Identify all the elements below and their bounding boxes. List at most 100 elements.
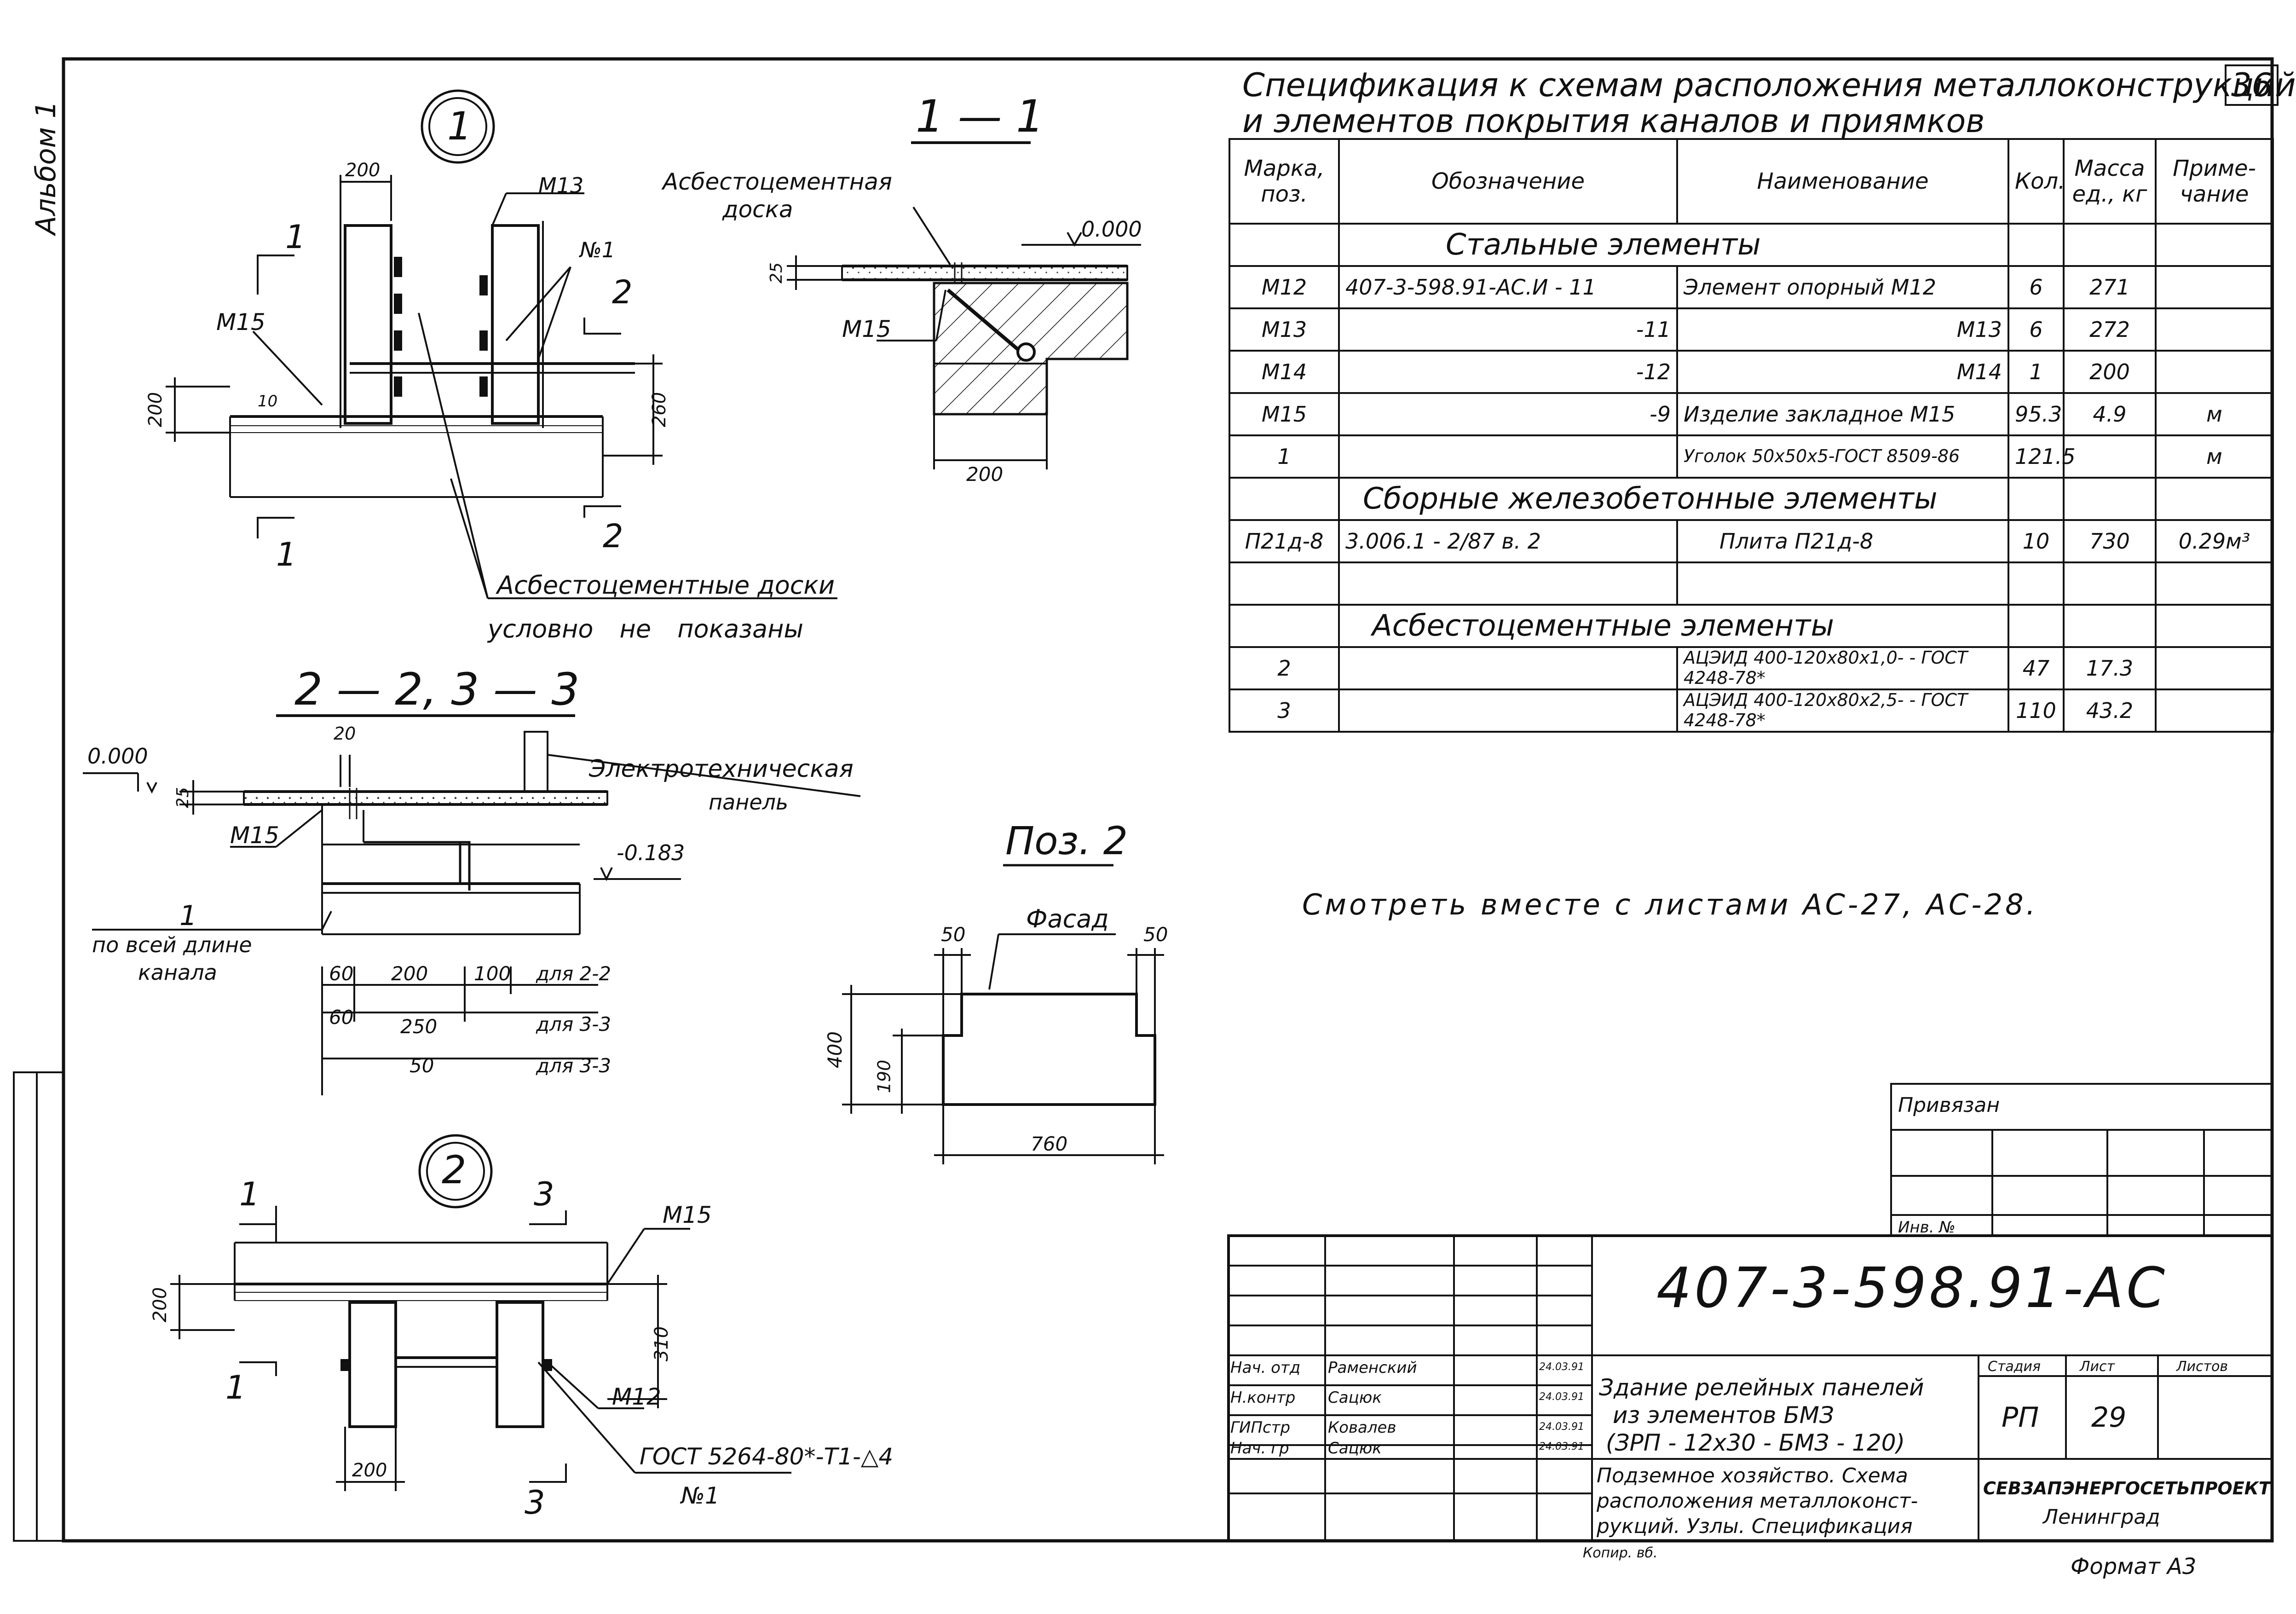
- section-2-2-angle1: по всей длине: [92, 932, 252, 957]
- section-2-2-angle-pos: 1: [179, 900, 197, 932]
- stamp-person-role: Нач. отд: [1230, 1359, 1301, 1377]
- section-title: Сборные железобетонные элементы: [1338, 477, 2009, 521]
- stamp-person-date: 24.03.91: [1539, 1391, 1584, 1403]
- spec-title-2: и элементов покрытия каналов и приямков: [1242, 102, 1985, 140]
- dim-for-2-2: для 2-2: [536, 962, 611, 985]
- section-2-2-dim20: 20: [334, 723, 356, 744]
- dim-50: 50: [410, 1054, 434, 1077]
- album-label: Альбом 1: [30, 101, 62, 235]
- section-1-1-dim25: 25: [767, 262, 786, 283]
- stamp-stage: РП: [2002, 1401, 2039, 1434]
- section-2-2-level: 0.000: [87, 744, 148, 769]
- col-designation: Обозначение: [1338, 138, 1678, 225]
- col-qty: Кол.: [2008, 138, 2065, 225]
- pos2-dim-50-right: 50: [1143, 923, 1168, 946]
- stamp-project-3: (ЗРП - 12х30 - БМЗ - 120): [1606, 1429, 1905, 1456]
- stamp-sheet-label: Лист: [2080, 1359, 2115, 1375]
- stamp-person-name: Ковалев: [1328, 1418, 1396, 1437]
- node2-cut3-top: 3: [534, 1175, 554, 1213]
- node2-plan: [170, 1134, 791, 1491]
- node1-dim-right: 260: [649, 392, 670, 428]
- stamp-person-role: Нач. гр: [1230, 1439, 1289, 1458]
- node2-dim-bottom: 200: [352, 1460, 387, 1481]
- section-1-1-m15: М15: [842, 316, 891, 342]
- sheet-frame: [62, 57, 2274, 1543]
- section-title: Стальные элементы: [1338, 223, 2009, 267]
- spec-table: Марка, поз. Обозначение Наименование Кол…: [1229, 138, 2274, 733]
- stamp-person-date: 24.03.91: [1539, 1421, 1584, 1433]
- node1-plan: [166, 89, 837, 599]
- node1-dim-left: 200: [145, 392, 167, 428]
- stamp-sheet: 29: [2091, 1401, 2127, 1434]
- section-2-2-title: 2 — 2, 3 — 3: [294, 664, 580, 715]
- stamp-person-date: 24.03.91: [1539, 1441, 1584, 1452]
- stamp-sheets-label: Листов: [2176, 1359, 2228, 1375]
- section-1-1-board2: доска: [722, 196, 793, 223]
- stamp-inv: Инв. №: [1898, 1218, 1956, 1237]
- pos2-detail: [842, 864, 1164, 1164]
- stamp-person-name: Раменский: [1328, 1359, 1417, 1377]
- section-2-2-angle2: канала: [138, 960, 217, 985]
- node2-cut1-top: 1: [239, 1175, 260, 1213]
- col-note: Приме- чание: [2155, 138, 2274, 225]
- dim-200: 200: [391, 962, 428, 985]
- node2-weld: ГОСТ 5264-80*-Т1-△4: [640, 1443, 894, 1470]
- section-title: Асбестоцементные элементы: [1338, 604, 2009, 648]
- pos2-dim-400: 400: [824, 1031, 847, 1069]
- stamp-drawing-1: Подземное хозяйство. Схема: [1597, 1464, 1908, 1487]
- node1-cut1-top: 1: [285, 218, 306, 256]
- node2-cut1-bottom: 1: [225, 1369, 246, 1406]
- spec-title-1: Спецификация к схемам расположения метал…: [1242, 66, 2296, 104]
- section-1-1-dim200: 200: [966, 463, 1004, 486]
- stamp-lines: [1227, 1083, 2273, 1542]
- dim-60-b: 60: [329, 1006, 354, 1029]
- stamp-stage-label: Стадия: [1988, 1359, 2041, 1375]
- pos2-dim-50-left: 50: [941, 923, 966, 946]
- copied-label: Копир. вб.: [1583, 1545, 1658, 1561]
- section-1-1-level: 0.000: [1081, 217, 1142, 242]
- col-mass: Масса ед., кг: [2063, 138, 2157, 225]
- node2-dim-left: 200: [150, 1287, 171, 1323]
- stamp-person-date: 24.03.91: [1539, 1361, 1584, 1373]
- stamp-drawing-2: расположения металлоконст-: [1597, 1489, 1918, 1513]
- pos2-dim-760: 760: [1031, 1133, 1068, 1155]
- section-1-1-board: Асбестоцементная: [663, 168, 892, 195]
- node1-cut2-bottom: 2: [603, 517, 623, 555]
- section-1-1-title: 1 — 1: [916, 91, 1044, 142]
- section-2-2-dim25: 25: [173, 787, 192, 808]
- node1-dim-10: 10: [258, 392, 278, 411]
- stamp-tied: Привязан: [1898, 1093, 2000, 1117]
- spec-section-row: Сборные железобетонные элементы: [1229, 477, 2274, 521]
- format-label: Формат А3: [2071, 1554, 2197, 1579]
- section-2-2-panel1: Электротехническая: [589, 755, 854, 783]
- dim-250: 250: [400, 1015, 438, 1038]
- stamp-drawing-3: рукций. Узлы. Спецификация: [1597, 1515, 1913, 1538]
- spec-section-row: Стальные элементы: [1229, 223, 2274, 267]
- binding-strip: [13, 1071, 64, 1542]
- stamp-project-1: Здание релейных панелей: [1599, 1374, 1924, 1401]
- dim-for-3-3-b: для 3-3: [536, 1054, 611, 1077]
- section-2-2-m15: М15: [230, 822, 279, 849]
- node2-cut3-bottom: 3: [525, 1484, 545, 1521]
- dim-for-3-3-a: для 3-3: [536, 1013, 611, 1036]
- stamp-code: 407-3-598.91-АС: [1656, 1256, 2168, 1320]
- stamp-person-role: Н.контр: [1230, 1388, 1296, 1407]
- sheet-corner-number: 36: [2225, 64, 2279, 106]
- pos2-title: Поз. 2: [1005, 818, 1128, 863]
- node1-cut1-bottom: 1: [276, 536, 297, 573]
- stamp-org-1: СЕВЗАПЭНЕРГОСЕТЬПРОЕКТ: [1983, 1478, 2271, 1498]
- node1-note-1: Асбестоцементные доски: [497, 571, 835, 600]
- node2-mark: 2: [442, 1147, 467, 1192]
- node2-n1: №1: [681, 1482, 720, 1509]
- dim-100: 100: [474, 962, 511, 985]
- pos2-facade: Фасад: [1026, 904, 1109, 933]
- dim-60-a: 60: [329, 962, 354, 985]
- see-also-note: Смотреть вместе с листами АС-27, АС-28.: [1302, 888, 2038, 921]
